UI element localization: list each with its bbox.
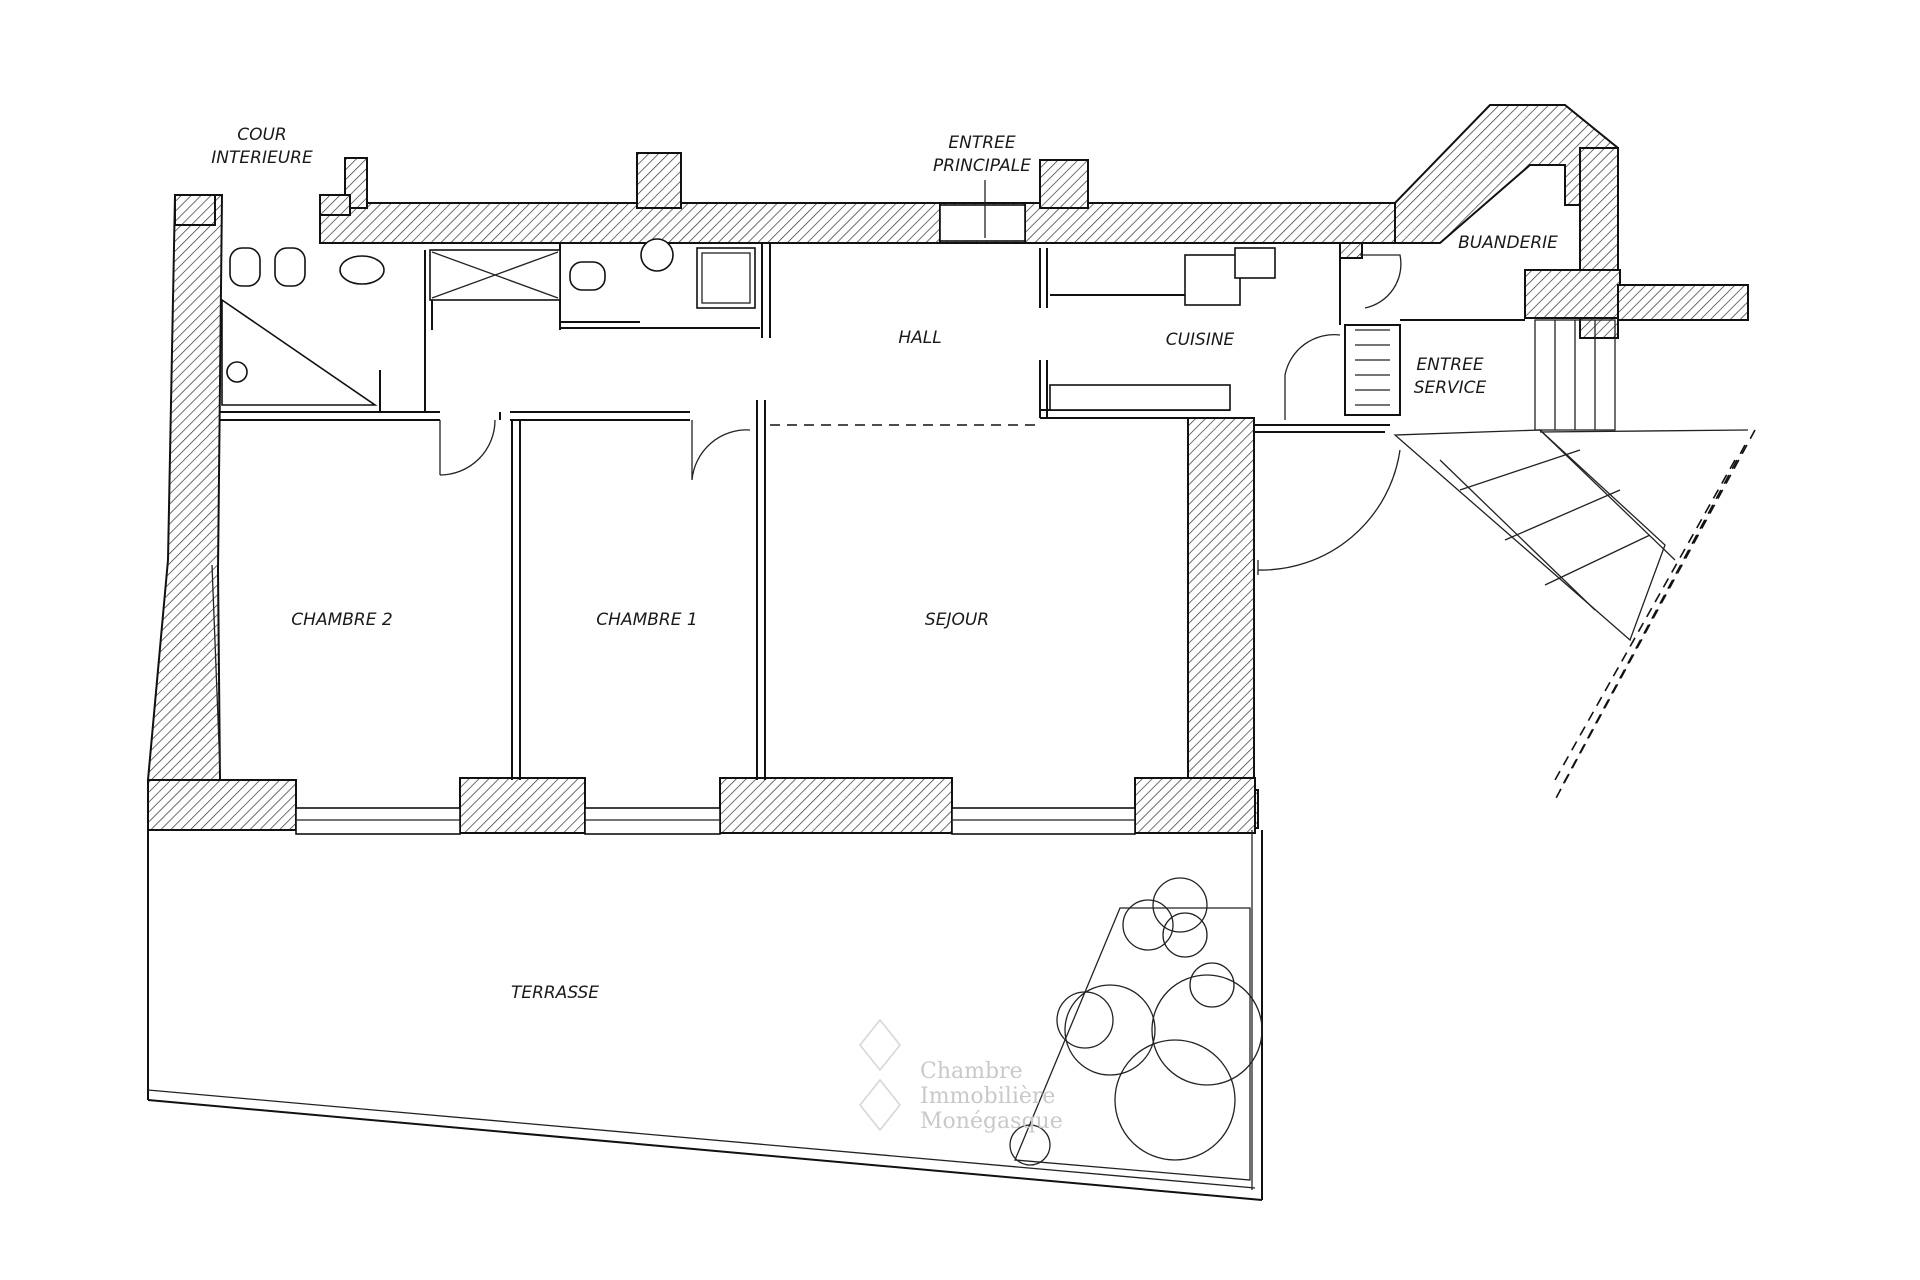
watermark: Chambre Immobilière Monégasque <box>859 1018 1063 1134</box>
label-cour-line-2: INTERIEURE <box>211 148 313 168</box>
label-hall: HALL <box>898 328 941 348</box>
watermark-line-2: Immobilière <box>920 1084 1055 1109</box>
doors <box>439 254 1402 575</box>
fixtures <box>221 238 756 406</box>
label-entree-principale-line-1: ENTREE <box>948 133 1015 153</box>
exterior-stairs <box>1393 319 1756 801</box>
watermark-line-1: Chambre <box>920 1059 1023 1084</box>
label-entree-service-line-2: SERVICE <box>1414 378 1487 398</box>
label-cour-line-1: COUR <box>237 125 287 145</box>
label-chambre-2: CHAMBRE 2 <box>291 610 392 630</box>
watermark-line-3: Monégasque <box>920 1109 1063 1134</box>
partitions <box>220 243 1525 780</box>
label-buanderie: BUANDERIE <box>1458 233 1558 253</box>
trees <box>1009 877 1263 1166</box>
label-sejour: SEJOUR <box>925 610 989 630</box>
windows <box>211 180 1136 835</box>
label-chambre-1: CHAMBRE 1 <box>596 610 697 630</box>
walls <box>146 104 1749 834</box>
label-cuisine: CUISINE <box>1166 330 1235 350</box>
room-labels: COUR INTERIEURE ENTREE PRINCIPALE BUANDE… <box>211 125 1558 1003</box>
label-terrasse: TERRASSE <box>511 983 599 1003</box>
label-entree-principale-line-2: PRINCIPALE <box>933 156 1031 176</box>
terrace-outline <box>147 830 1263 1201</box>
label-entree-service-line-1: ENTREE <box>1416 355 1483 375</box>
